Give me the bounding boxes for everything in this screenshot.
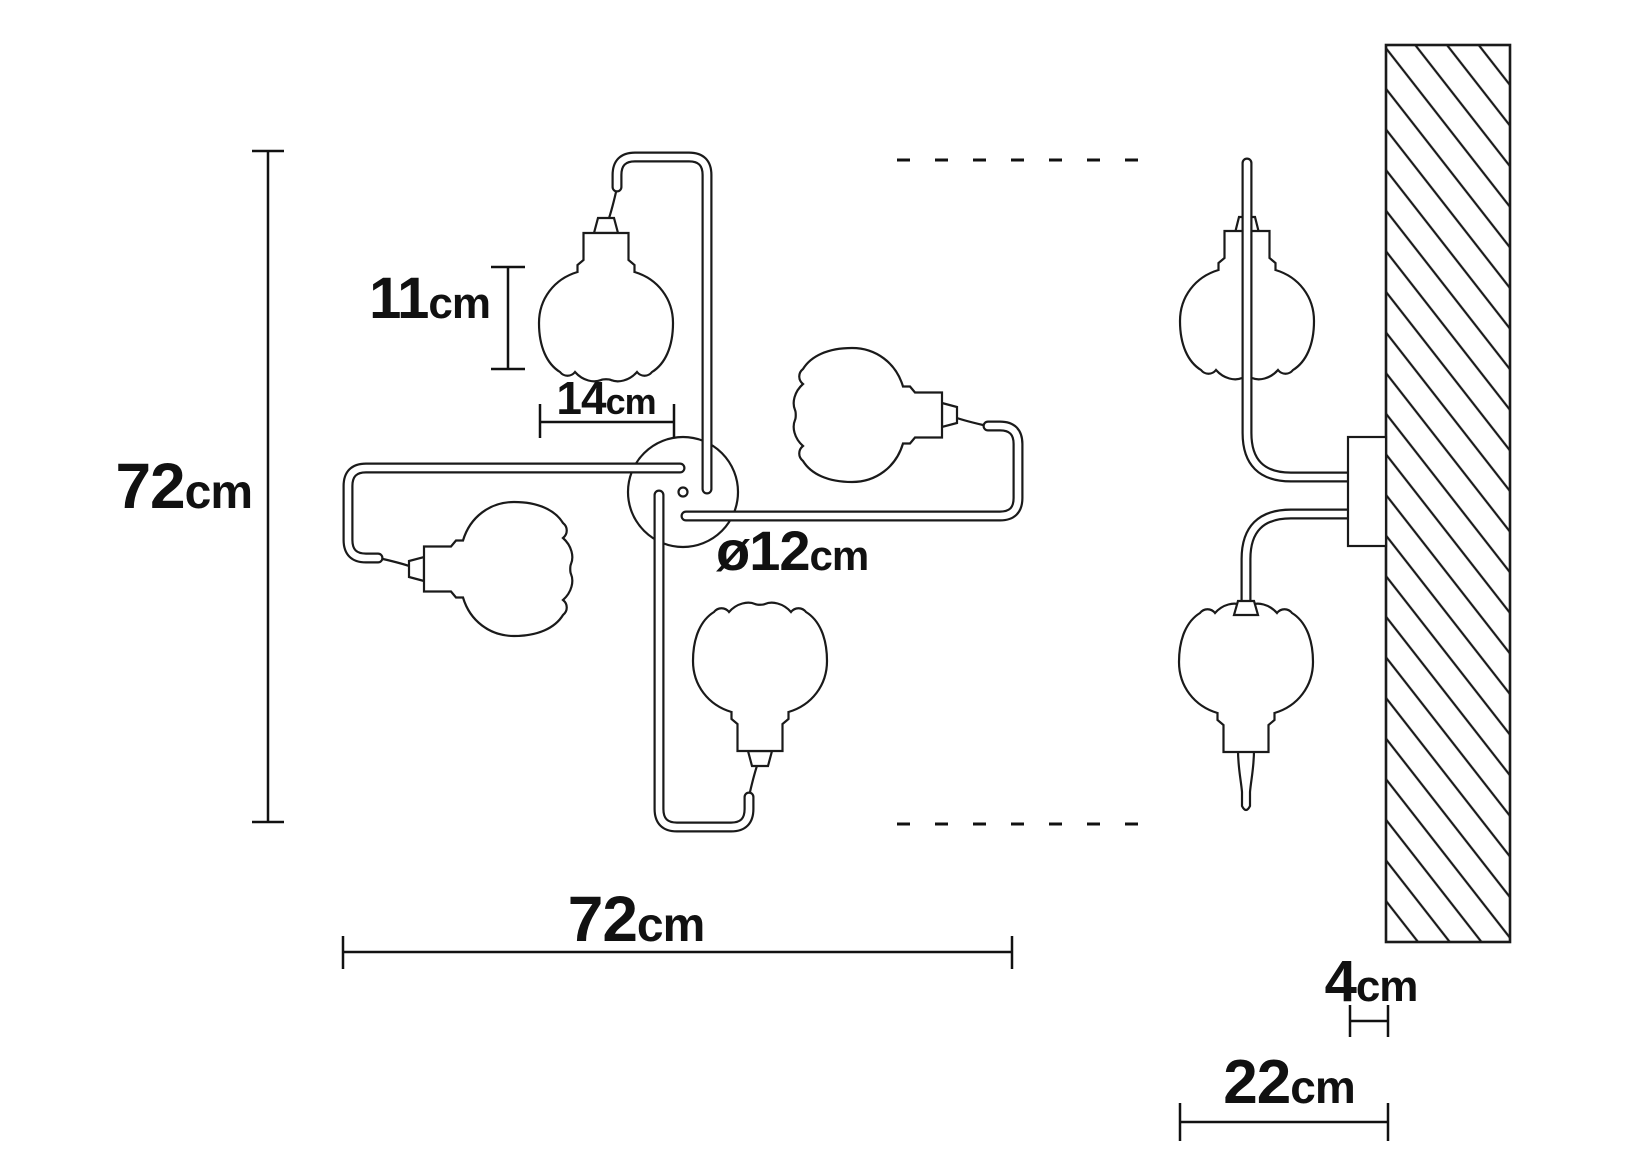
dimension-front-height: 72cm <box>115 149 284 824</box>
dimension-front-width: 72cm <box>341 883 1014 969</box>
bulb-collar <box>1232 599 1260 617</box>
canopy-diameter-label: ø12cm <box>716 519 868 582</box>
wall-projection-label: 22cm <box>1223 1048 1354 1117</box>
bulb-tip <box>1236 748 1256 812</box>
bulb-height-label: 11cm <box>369 266 490 331</box>
arm-tube <box>1240 508 1355 606</box>
front-width-label: 72cm <box>568 883 705 955</box>
front-view <box>348 157 1018 827</box>
wall-section <box>1384 43 1512 944</box>
dimension-arm-offset: 14cm <box>538 372 676 438</box>
dimension-wall-projection: 22cm <box>1178 1048 1390 1141</box>
side-view <box>897 43 1512 944</box>
dimension-bulb-height: 11cm <box>369 265 525 371</box>
front-height-label: 72cm <box>115 450 252 522</box>
side-lower-lamp <box>1177 508 1355 812</box>
dimension-plate-depth: 4cm <box>1325 949 1418 1037</box>
arm-offset-label: 14cm <box>556 372 655 424</box>
dimension-canopy-diameter: ø12cm <box>716 519 869 582</box>
bulb <box>1177 602 1315 754</box>
mounting-plate <box>1346 435 1388 548</box>
mounting-hole <box>677 486 689 498</box>
side-upper-lamp <box>1178 157 1355 483</box>
plate-depth-label: 4cm <box>1325 949 1418 1014</box>
